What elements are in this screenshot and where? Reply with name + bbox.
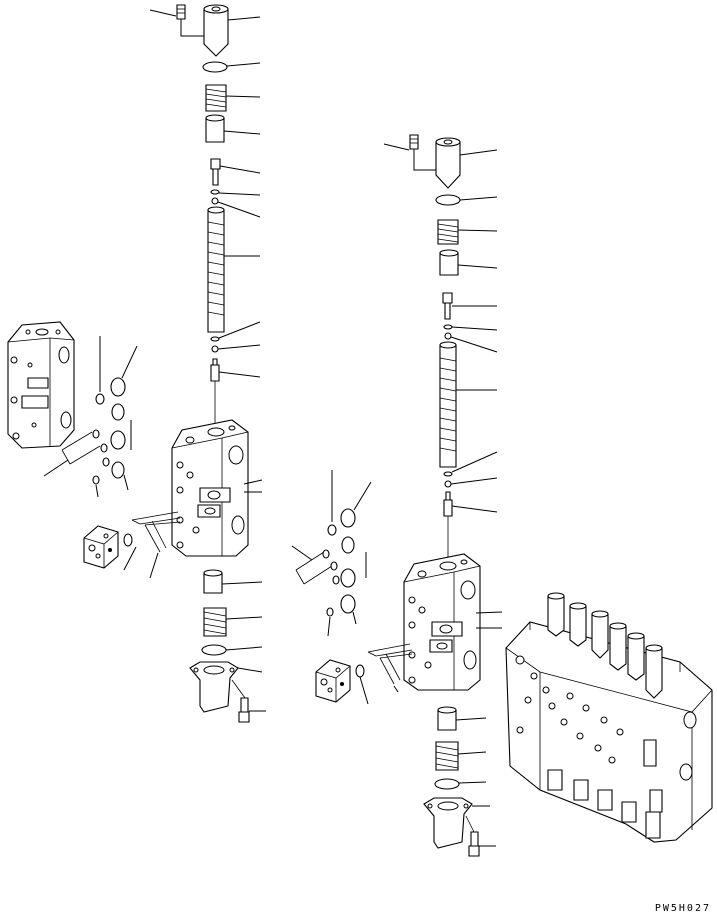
lower-o-ring: [202, 645, 262, 655]
valve-cap: [436, 138, 497, 188]
valve-ports: [516, 656, 696, 812]
bottom-cover: [190, 662, 262, 712]
small-rings: [444, 325, 497, 352]
lower-spring: [204, 608, 262, 636]
bottom-bolt: [232, 680, 266, 722]
o-ring: [436, 195, 497, 205]
lower-o-ring: [435, 779, 486, 789]
valve-body: [172, 420, 262, 556]
left-side-block: [8, 322, 74, 448]
actuator-block: [316, 660, 350, 702]
assembled-control-valve: [506, 593, 712, 842]
lower-rings: [211, 322, 260, 425]
plunger: [211, 159, 260, 185]
left-valve-stack: [84, 5, 266, 722]
stopper: [438, 707, 486, 730]
side-plugs: [356, 644, 412, 704]
valve-cap: [204, 5, 260, 56]
valve-body: [404, 554, 502, 690]
lower-spring: [436, 742, 486, 770]
spool: [208, 207, 260, 332]
side-plugs: [124, 512, 180, 578]
small-rings: [211, 190, 260, 217]
retainer: [440, 250, 497, 275]
plunger: [443, 293, 497, 319]
left-side-seals: [44, 336, 137, 497]
drawing-code: PW5H027: [654, 903, 711, 914]
pilot-caps: [548, 593, 662, 698]
middle-side-seals: [292, 470, 371, 636]
o-ring: [203, 62, 260, 72]
spring: [438, 220, 497, 244]
retainer: [206, 115, 260, 142]
bottom-covers: [548, 770, 660, 838]
spring: [206, 85, 260, 111]
lower-rings: [444, 452, 497, 558]
actuator-block: [84, 526, 118, 568]
stopper: [204, 570, 262, 593]
bottom-bolt: [466, 816, 496, 856]
right-valve-stack: [316, 135, 502, 856]
bottom-cover: [424, 798, 490, 848]
spool: [440, 342, 497, 467]
